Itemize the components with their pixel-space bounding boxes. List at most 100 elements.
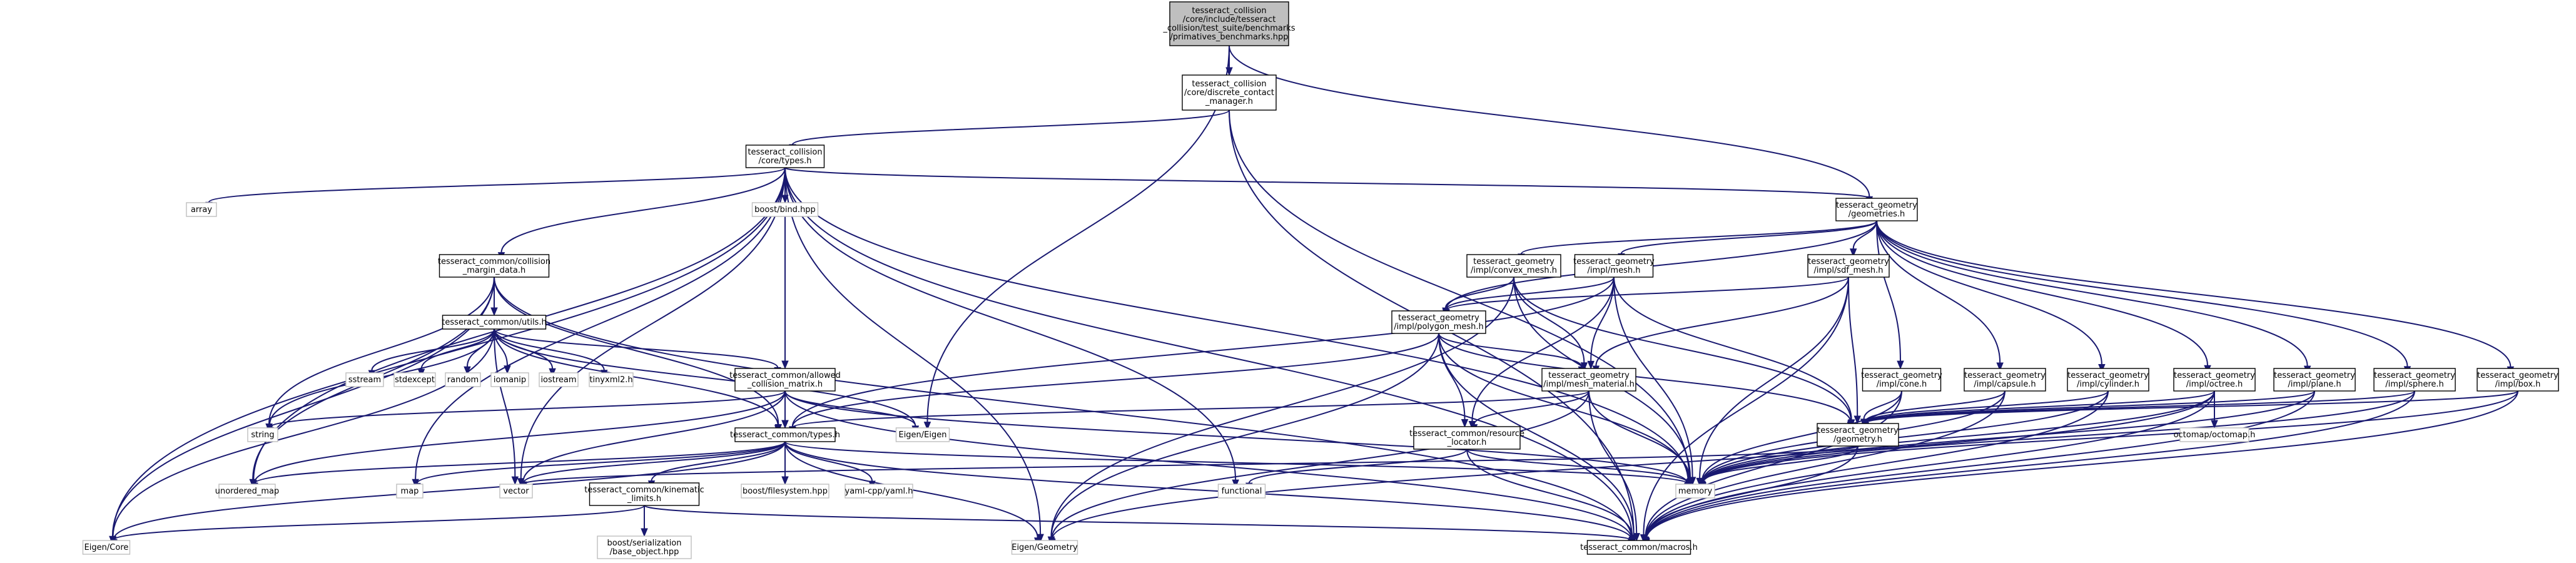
node-box	[597, 535, 692, 559]
node-label-line: tesseract_common/kinematic	[584, 485, 704, 495]
node-cmd[interactable]: tesseract_common/collision_margin_data.h	[438, 254, 550, 278]
node-root[interactable]: tesseract_collision/core/include/tessera…	[1162, 1, 1296, 46]
node-label-line: /geometry.h	[1833, 435, 1882, 444]
node-mesh[interactable]: tesseract_geometry/impl/mesh.h	[1573, 254, 1655, 278]
edge-utils-to-vector	[494, 328, 519, 485]
edge-line	[1876, 220, 2102, 365]
edge-line	[1588, 390, 1690, 480]
edge-line	[1645, 390, 2215, 539]
edge-line	[784, 441, 1689, 485]
edge-ctypes-to-array	[205, 167, 786, 211]
node-box	[396, 484, 423, 499]
edge-line	[1645, 390, 2109, 539]
node-box	[1413, 426, 1521, 450]
edge-line	[1471, 276, 1615, 422]
edge-line	[1863, 390, 1902, 420]
edge-line	[253, 441, 786, 484]
arrowhead	[2211, 420, 2218, 429]
node-box	[844, 484, 913, 499]
node-acm[interactable]: tesseract_common/allowed_collision_matri…	[729, 368, 841, 392]
edge-line	[1701, 390, 2215, 484]
node-box	[439, 254, 550, 278]
node-commontypes[interactable]: tesseract_common/types.h	[730, 427, 840, 442]
node-box	[1862, 368, 1942, 392]
edge-line	[1876, 220, 1901, 362]
node-box	[2179, 427, 2249, 442]
edge-line	[1613, 276, 1852, 420]
node-iomanip: iomanip	[490, 372, 529, 387]
edge-kinlim-to-bser	[641, 505, 648, 537]
node-box	[1217, 484, 1266, 499]
node-label-line: tesseract_common/resource	[1409, 429, 1524, 439]
edge-acm-to-string	[266, 390, 786, 436]
edge-line	[1876, 220, 2208, 366]
edge-line	[1513, 276, 1585, 363]
node-box	[745, 145, 825, 168]
node-cylinder[interactable]: tesseract_geometry/impl/cylinder.h	[2067, 368, 2149, 392]
node-box[interactable]: tesseract_geometry/impl/box.h	[2477, 368, 2559, 392]
node-dcm[interactable]: tesseract_collision/core/discrete_contac…	[1182, 74, 1277, 111]
node-label-line: boost/bind.hpp	[754, 205, 816, 215]
edge-line	[1876, 220, 2001, 363]
arrowhead	[781, 476, 789, 485]
node-geometry[interactable]: tesseract_geometry/geometry.h	[1817, 423, 1899, 447]
node-bser: boost/serialization/base_object.hpp	[597, 535, 692, 559]
edge-line	[1466, 449, 1633, 537]
edge-utils-to-eigencore	[109, 328, 495, 545]
node-sdf[interactable]: tesseract_geometry/impl/sdf_mesh.h	[1807, 254, 1890, 278]
node-resloc[interactable]: tesseract_common/resource_locator.h	[1409, 426, 1524, 450]
node-label-line: boost/filesystem.hpp	[743, 487, 828, 496]
edge-line	[1473, 390, 1590, 425]
node-cone[interactable]: tesseract_geometry/impl/cone.h	[1861, 368, 1942, 392]
edge-line	[1701, 390, 2109, 483]
node-octree[interactable]: tesseract_geometry/impl/octree.h	[2173, 368, 2256, 392]
node-kinlim[interactable]: tesseract_common/kinematic_limits.h	[584, 482, 704, 506]
edge-line	[1701, 390, 2315, 484]
edge-line	[1438, 333, 1852, 422]
node-box	[734, 427, 836, 442]
node-sphere[interactable]: tesseract_geometry/impl/sphere.h	[2373, 368, 2456, 392]
node-memory: memory	[1675, 484, 1715, 499]
edge-line	[1645, 390, 2415, 539]
node-box	[2477, 368, 2559, 392]
node-plane[interactable]: tesseract_geometry/impl/plane.h	[2273, 368, 2356, 392]
node-meshmat[interactable]: tesseract_geometry/impl/mesh_material.h	[1541, 368, 1636, 392]
node-box	[1541, 368, 1636, 392]
node-ctypes[interactable]: tesseract_collision/core/types.h	[745, 145, 825, 168]
arrowhead	[1853, 415, 1861, 425]
node-label-line: Eigen/Core	[84, 543, 129, 552]
node-label-line: random	[447, 375, 479, 385]
edge-line	[1438, 333, 1635, 535]
edge-utils-to-sstream	[368, 328, 495, 379]
node-label-line: tesseract_common/utils.h	[442, 318, 546, 327]
edge-line	[1595, 276, 1849, 367]
node-capsule[interactable]: tesseract_geometry/impl/capsule.h	[1964, 368, 2046, 392]
edge-line	[112, 328, 495, 537]
node-label-line: tesseract_geometry	[1398, 313, 1479, 323]
edge-cone-to-macros	[1641, 390, 1902, 545]
edge-line	[784, 167, 1237, 480]
edge-geometries-to-octree	[1876, 220, 2211, 374]
edge-line	[1701, 390, 1902, 482]
edge-commontypes-to-umap	[251, 441, 786, 492]
node-utils[interactable]: tesseract_common/utils.h	[442, 315, 547, 330]
edge-geometries-to-plane	[1876, 220, 2311, 375]
node-label-line: tesseract_geometry	[2477, 371, 2558, 380]
edge-meshmat-to-memory	[1588, 390, 1693, 488]
node-yaml: yaml-cpp/yaml.h	[844, 484, 913, 499]
node-convex[interactable]: tesseract_geometry/impl/convex_mesh.h	[1466, 254, 1561, 278]
node-label-line: tesseract_common/allowed	[729, 371, 841, 380]
arrowhead	[1232, 479, 1239, 489]
node-geometries[interactable]: tesseract_geometry/geometries.h	[1835, 198, 1918, 221]
edge-geometries-to-box	[1876, 220, 2515, 375]
node-tinyxml2: tinyxml2.h	[589, 372, 634, 387]
node-box	[1586, 540, 1691, 555]
node-polygon[interactable]: tesseract_geometry/impl/polygon_mesh.h	[1391, 310, 1486, 334]
node-macros[interactable]: tesseract_common/macros.h	[1580, 540, 1698, 555]
arrowhead	[504, 365, 511, 374]
node-label-line: tesseract_geometry	[2274, 371, 2355, 380]
node-label-line: _manager.h	[1205, 97, 1253, 106]
node-label-line: memory	[1678, 487, 1713, 496]
node-label-line: /impl/plane.h	[2288, 380, 2341, 389]
edge-line	[371, 328, 495, 371]
